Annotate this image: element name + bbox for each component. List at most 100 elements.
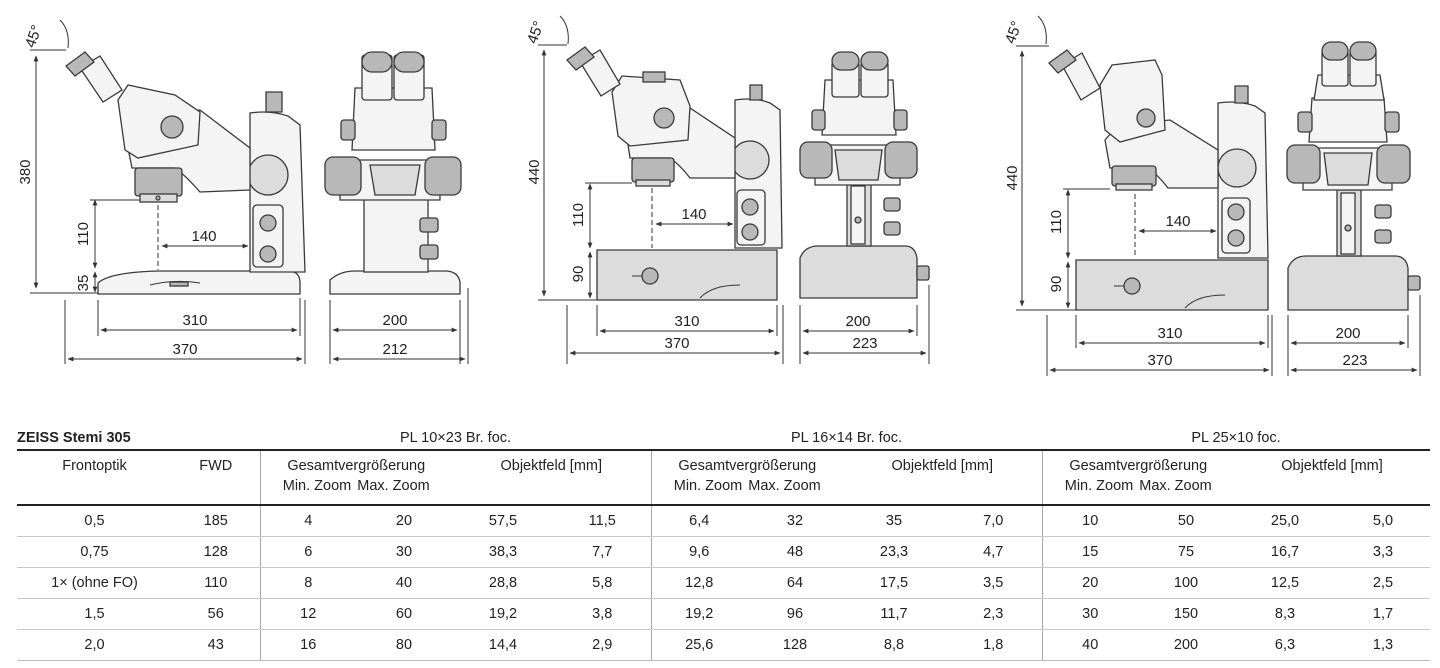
dim-offset: 140 <box>1165 213 1190 230</box>
product-row: ZEISS Stemi 305 PL 10×23 Br. foc. PL 16×… <box>17 418 1430 450</box>
table-cell: 5,0 <box>1336 505 1430 537</box>
table-cell: 9,6 <box>650 536 747 568</box>
dim-offset: 140 <box>191 228 216 245</box>
dim-height-fwd: 110 <box>75 222 92 246</box>
dim-front-width: 200 <box>845 313 870 330</box>
table-cell: 1,5 <box>17 598 172 630</box>
dim-front-total: 223 <box>852 335 877 352</box>
table-cell: 6 <box>259 536 356 568</box>
table-cell: 2,3 <box>945 598 1042 630</box>
header-gesamt-1: Gesamtvergrößerung Min. Zoom Max. Zoom <box>259 449 452 506</box>
dim-front-width: 200 <box>1335 325 1360 342</box>
header-max-zoom: Max. Zoom <box>748 478 821 494</box>
table-cell: 35 <box>843 505 945 537</box>
table-cell: 2,9 <box>554 629 651 661</box>
table-cell: 7,0 <box>945 505 1042 537</box>
table-cell: 40 <box>1041 629 1138 661</box>
table-cell: 19,2 <box>452 598 554 630</box>
table-cell: 16 <box>259 629 356 661</box>
header-gesamt-label: Gesamtvergrößerung <box>678 458 817 474</box>
table-cell: 0,75 <box>17 536 172 568</box>
table-cell: 56 <box>172 598 260 630</box>
table-cell: 32 <box>747 505 843 537</box>
table-cell: 8 <box>259 567 356 599</box>
table-cell: 185 <box>172 505 260 537</box>
table-cell: 25,0 <box>1234 505 1336 537</box>
table-cell: 1× (ohne FO) <box>17 567 172 599</box>
angle-label: 45° <box>524 19 548 46</box>
table-cell: 11,7 <box>843 598 945 630</box>
header-objektfeld-2: Objektfeld [mm] <box>843 449 1042 506</box>
header-max-zoom: Max. Zoom <box>357 478 430 494</box>
dim-height-total: 440 <box>1004 165 1021 190</box>
table-cell: 12,5 <box>1234 567 1336 599</box>
table-cell: 48 <box>747 536 843 568</box>
angle-label: 45° <box>1002 19 1026 46</box>
dim-offset: 140 <box>681 206 706 223</box>
table-cell: 12,8 <box>650 567 747 599</box>
table-cell: 8,3 <box>1234 598 1336 630</box>
drawing-middle-front: 200 223 <box>799 51 930 364</box>
table-cell: 6,4 <box>650 505 747 537</box>
dim-height-base: 90 <box>1048 276 1065 293</box>
spec-table: ZEISS Stemi 305 PL 10×23 Br. foc. PL 16×… <box>17 418 1430 661</box>
drawing-left-front: 200 212 <box>324 51 469 364</box>
header-gesamt-label: Gesamtvergrößerung <box>287 458 426 474</box>
table-cell: 64 <box>747 567 843 599</box>
dim-total-depth: 370 <box>172 341 197 358</box>
dim-front-total: 212 <box>382 341 407 358</box>
product-title: ZEISS Stemi 305 <box>17 430 131 446</box>
dim-height-fwd: 110 <box>1048 210 1065 234</box>
table-cell: 150 <box>1138 598 1234 630</box>
table-cell: 19,2 <box>650 598 747 630</box>
table-cell: 1,8 <box>945 629 1042 661</box>
table-cell: 3,8 <box>554 598 651 630</box>
drawing-right-front: 200 223 <box>1286 41 1421 376</box>
table-cell: 3,5 <box>945 567 1042 599</box>
table-cell: 5,8 <box>554 567 651 599</box>
header-min-zoom: Min. Zoom <box>673 478 743 494</box>
group-title-3: PL 25×10 foc. <box>1191 430 1281 446</box>
header-gesamt-label: Gesamtvergrößerung <box>1069 458 1208 474</box>
table-cell: 17,5 <box>843 567 945 599</box>
table-cell: 25,6 <box>650 629 747 661</box>
table-cell: 60 <box>356 598 452 630</box>
table-cell: 30 <box>356 536 452 568</box>
table-cell: 4 <box>259 505 356 537</box>
dim-height-total: 380 <box>17 159 34 184</box>
header-frontoptik: Frontoptik <box>17 449 172 506</box>
table-cell: 6,3 <box>1234 629 1336 661</box>
header-min-zoom: Min. Zoom <box>282 478 352 494</box>
header-objektfeld-3: Objektfeld [mm] <box>1234 449 1430 506</box>
table-cell: 2,0 <box>17 629 172 661</box>
table-cell: 10 <box>1041 505 1138 537</box>
table-cell: 200 <box>1138 629 1234 661</box>
table-cell: 50 <box>1138 505 1234 537</box>
table-cell: 14,4 <box>452 629 554 661</box>
header-row: Frontoptik FWD Gesamtvergrößerung Min. Z… <box>17 449 1430 506</box>
header-min-zoom: Min. Zoom <box>1064 478 1134 494</box>
table-cell: 38,3 <box>452 536 554 568</box>
table-cell: 8,8 <box>843 629 945 661</box>
table-cell: 20 <box>356 505 452 537</box>
dim-front-width: 200 <box>382 312 407 329</box>
dim-total-depth: 370 <box>664 335 689 352</box>
table-cell: 100 <box>1138 567 1234 599</box>
table-cell: 128 <box>747 629 843 661</box>
table-cell: 15 <box>1041 536 1138 568</box>
dim-height-total: 440 <box>526 159 543 184</box>
dim-front-total: 223 <box>1342 352 1367 369</box>
header-objektfeld-1: Objektfeld [mm] <box>452 449 651 506</box>
table-cell: 0,5 <box>17 505 172 537</box>
dim-total-depth: 370 <box>1147 352 1172 369</box>
table-cell: 16,7 <box>1234 536 1336 568</box>
spec-table-section: ZEISS Stemi 305 PL 10×23 Br. foc. PL 16×… <box>17 418 1430 661</box>
group-title-2: PL 16×14 Br. foc. <box>790 430 903 446</box>
table-cell: 96 <box>747 598 843 630</box>
drawing-middle-side: 440 110 90 140 45° 310 370 <box>524 15 784 364</box>
header-gesamt-2: Gesamtvergrößerung Min. Zoom Max. Zoom <box>650 449 843 506</box>
